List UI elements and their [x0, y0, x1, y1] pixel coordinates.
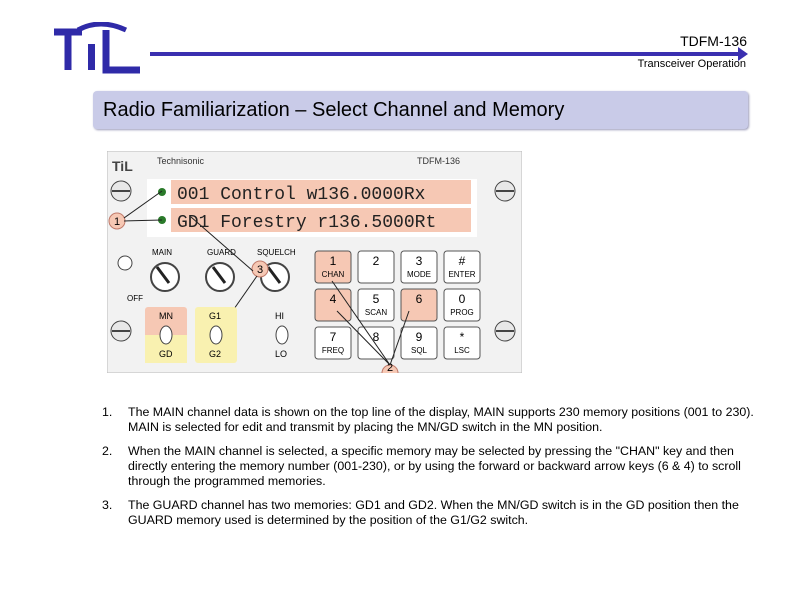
keypad-key-number: 6 — [416, 292, 423, 306]
slide-title-bar: Radio Familiarization – Select Channel a… — [93, 91, 748, 129]
keypad-key[interactable]: 2 — [357, 250, 395, 284]
list-item: 3. The GUARD channel has two memories: GD… — [100, 498, 772, 528]
header-rule-arrow — [738, 47, 748, 61]
squelch-knob-label: SQUELCH — [257, 248, 296, 257]
keypad-key-function: FREQ — [322, 346, 344, 355]
panel-logo-text: TiL — [112, 158, 133, 174]
switch-label-mn: MN — [159, 311, 173, 321]
keypad-key-number: * — [460, 330, 465, 344]
keypad-key[interactable]: # ENTER — [443, 250, 481, 284]
radio-panel-illustration: TiL Technisonic TDFM-136 001 Control w13… — [107, 151, 522, 373]
callout-2: 2 — [387, 362, 393, 373]
keypad-key[interactable]: 8 — [357, 326, 395, 360]
keypad-key-function: SCAN — [365, 308, 387, 317]
til-logo — [54, 22, 140, 74]
display-line1: 001 Control w136.0000Rx — [177, 185, 425, 205]
switch-label-g2: G2 — [209, 349, 221, 359]
keypad-key-number: # — [459, 254, 466, 268]
keypad-key-number: 4 — [330, 292, 337, 306]
mn-gd-toggle-switch[interactable] — [159, 325, 173, 345]
callout-3: 3 — [257, 264, 263, 276]
list-item-number: 2. — [102, 444, 113, 458]
keypad-key-number: 9 — [416, 330, 423, 344]
keypad-key-function: SQL — [411, 346, 428, 355]
keypad-key[interactable]: 6 — [400, 288, 438, 322]
keypad-key-function: ENTER — [448, 270, 475, 279]
keypad-key-number: 5 — [373, 292, 380, 306]
document-subtitle: Transceiver Operation — [637, 58, 746, 70]
screw-icon — [494, 320, 516, 342]
list-item: 2. When the MAIN channel is selected, a s… — [100, 444, 772, 489]
list-item-text: When the MAIN channel is selected, a spe… — [128, 444, 741, 488]
keypad-key-number: 2 — [373, 254, 380, 268]
main-volume-knob[interactable] — [150, 262, 180, 292]
list-item-number: 1. — [102, 405, 113, 419]
indicator-lamp — [117, 255, 133, 271]
keypad-key-number: 3 — [416, 254, 423, 268]
switch-label-lo: LO — [275, 349, 287, 359]
list-item-number: 3. — [102, 498, 113, 512]
list-item: 1. The MAIN channel data is shown on the … — [100, 405, 772, 435]
keypad-key-function: CHAN — [322, 270, 345, 279]
guard-volume-knob[interactable] — [205, 262, 235, 292]
panel-model: TDFM-136 — [417, 156, 460, 166]
switch-label-gd: GD — [159, 349, 173, 359]
screw-icon — [110, 320, 132, 342]
keypad-key[interactable]: 4 — [314, 288, 352, 322]
display-line2: GD1 Forestry r136.5000Rt — [177, 213, 436, 233]
screw-icon — [494, 180, 516, 202]
list-item-text: The MAIN channel data is shown on the to… — [128, 405, 754, 434]
g1-g2-toggle-switch[interactable] — [209, 325, 223, 345]
document-id: TDFM-136 — [680, 33, 747, 49]
callout-1: 1 — [114, 216, 120, 228]
list-item-text: The GUARD channel has two memories: GD1 … — [128, 498, 739, 527]
hi-lo-toggle-switch[interactable] — [275, 325, 289, 345]
keypad-key-number: 8 — [373, 330, 380, 344]
main-knob-label: MAIN — [152, 248, 172, 257]
keypad-key-number: 7 — [330, 330, 337, 344]
screw-icon — [110, 180, 132, 202]
keypad-key-function: MODE — [407, 270, 431, 279]
slide-title: Radio Familiarization – Select Channel a… — [103, 99, 565, 121]
keypad-key[interactable]: * LSC — [443, 326, 481, 360]
guard-knob-label: GUARD — [207, 248, 236, 257]
notes-list: 1. The MAIN channel data is shown on the … — [100, 405, 772, 537]
led-indicator — [158, 188, 166, 196]
display-line2-highlight — [171, 208, 471, 232]
keypad-key-number: 0 — [459, 292, 466, 306]
keypad-key-function: PROG — [450, 308, 474, 317]
keypad-key-function: LSC — [454, 346, 470, 355]
panel-brand: Technisonic — [157, 156, 205, 166]
off-label: OFF — [127, 294, 143, 303]
switch-label-hi: HI — [275, 311, 284, 321]
switch-label-g1: G1 — [209, 311, 221, 321]
header-rule — [150, 52, 745, 56]
keypad-key-number: 1 — [330, 254, 337, 268]
display-line1-highlight — [171, 180, 471, 204]
